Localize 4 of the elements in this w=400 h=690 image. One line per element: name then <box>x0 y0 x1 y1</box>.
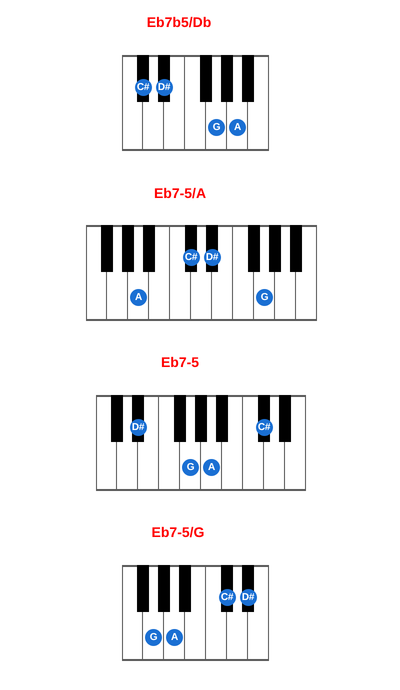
chord-title: Eb7-5 <box>160 354 200 370</box>
chord-title: Eb7-5/A <box>154 185 206 201</box>
chord-title: Eb7b5/Db <box>146 14 212 30</box>
chord-title: Eb7-5/G <box>152 524 204 540</box>
